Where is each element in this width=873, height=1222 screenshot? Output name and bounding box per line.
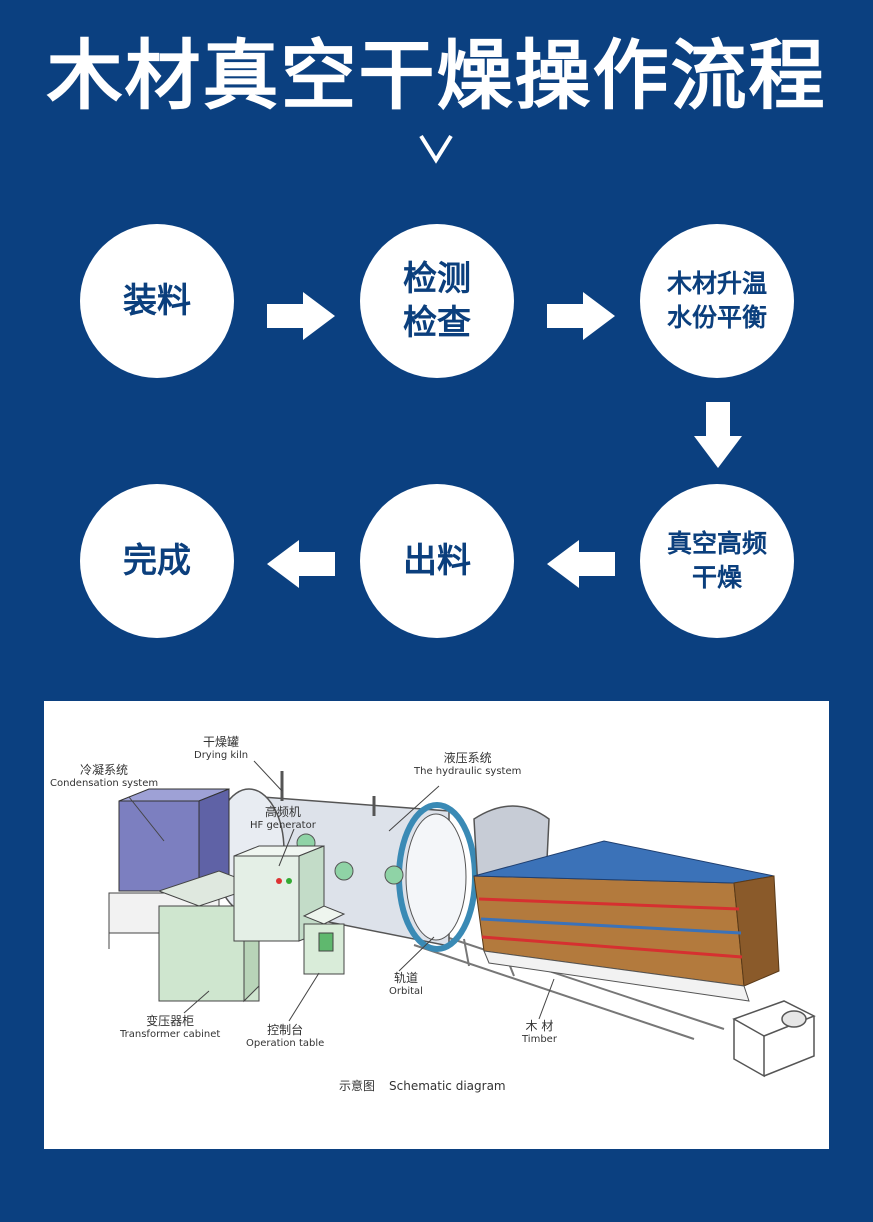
arrow-left-icon bbox=[267, 540, 335, 588]
step-circle-loading: 装料 bbox=[80, 224, 234, 378]
step-circle-drying: 真空高频 干燥 bbox=[640, 484, 794, 638]
chevron-down-icon bbox=[419, 134, 453, 164]
step-label-done: 完成 bbox=[123, 541, 191, 581]
label-hydraulic-system: 液压系统 The hydraulic system bbox=[414, 751, 522, 777]
label-operation-table: 控制台 Operation table bbox=[246, 1023, 325, 1049]
label-timber: 木 材 Timber bbox=[522, 1019, 557, 1045]
step-circle-inspection: 检测 检查 bbox=[360, 224, 514, 378]
label-orbital: 轨道 Orbital bbox=[389, 971, 423, 997]
step-label-drying: 真空高频 干燥 bbox=[666, 529, 767, 592]
label-condensation-system: 冷凝系统 Condensation system bbox=[50, 763, 159, 789]
arrow-right-icon bbox=[547, 292, 615, 340]
schematic-caption: 示意图 Schematic diagram bbox=[339, 1077, 520, 1094]
label-hf-generator: 高频机 HF generator bbox=[250, 805, 316, 831]
step-circle-unloading: 出料 bbox=[360, 484, 514, 638]
schematic-figure: 干燥罐 Drying kiln 冷凝系统 Condensation system… bbox=[44, 701, 829, 1149]
operation-table-shape bbox=[302, 905, 346, 975]
label-transformer-cabinet: 变压器柜 Transformer cabinet bbox=[120, 1014, 221, 1040]
caption-zh: 示意图 bbox=[339, 1079, 376, 1093]
schematic-drawing bbox=[108, 760, 816, 1078]
caption-en: Schematic diagram bbox=[389, 1079, 506, 1093]
arrow-right-icon bbox=[267, 292, 335, 340]
step-label-loading: 装料 bbox=[123, 281, 191, 321]
step-circle-heating: 木材升温 水份平衡 bbox=[640, 224, 794, 378]
step-label-heating: 木材升温 水份平衡 bbox=[666, 269, 767, 332]
page-title: 木材真空干燥操作流程 bbox=[46, 31, 827, 120]
arrow-left-icon bbox=[547, 540, 615, 588]
label-drying-kiln: 干燥罐 Drying kiln bbox=[194, 735, 249, 761]
step-label-unloading: 出料 bbox=[403, 541, 471, 581]
cart-shape bbox=[732, 1000, 816, 1078]
step-label-inspection: 检测 检查 bbox=[403, 259, 471, 343]
timber-stack-shape bbox=[473, 840, 780, 1002]
arrow-down-icon bbox=[694, 402, 742, 468]
step-circle-done: 完成 bbox=[80, 484, 234, 638]
leader-lines bbox=[128, 760, 555, 1022]
